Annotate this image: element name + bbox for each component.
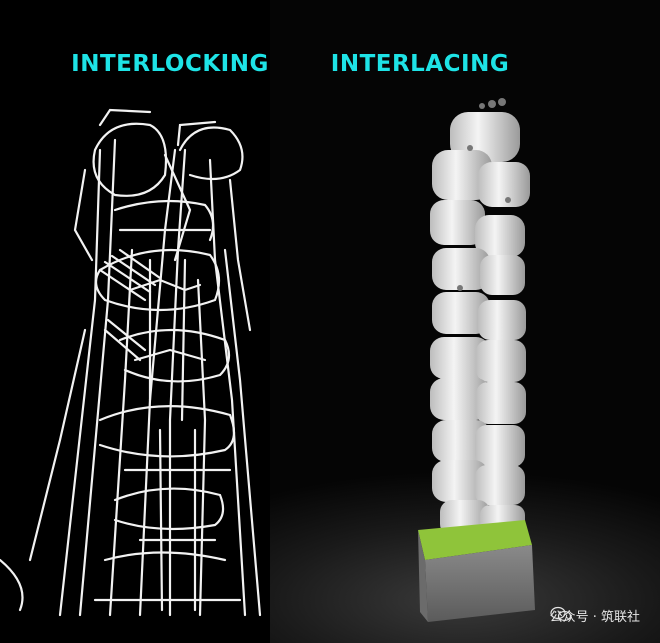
- watermark: 公众号 · 筑联社: [550, 606, 640, 625]
- interlocking-sketch: [0, 108, 262, 617]
- interlocking-panel: INTERLOCKING: [0, 0, 270, 643]
- interlacing-tower-render: [418, 98, 535, 622]
- wechat-icon: [549, 606, 571, 622]
- interlacing-heading: INTERLACING: [330, 51, 510, 77]
- watermark-text: 公众号 · 筑联社: [549, 610, 640, 625]
- interlacing-panel: INTERLACING: [270, 0, 660, 643]
- interlocking-heading: INTERLOCKING: [71, 51, 269, 77]
